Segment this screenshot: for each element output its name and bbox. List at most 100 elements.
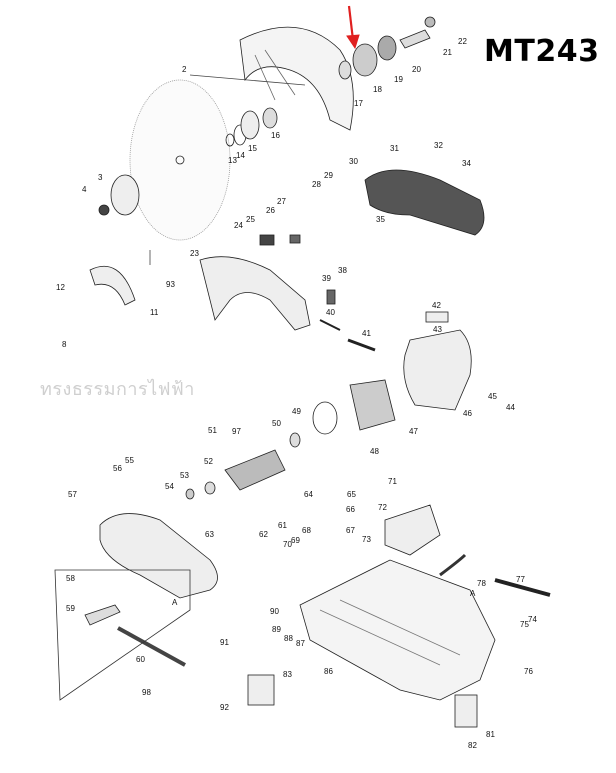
part-label: 93 (166, 280, 175, 289)
part-label: 45 (488, 392, 497, 401)
part-label: 74 (528, 615, 537, 624)
part-label: 77 (516, 575, 525, 584)
part-label: 49 (292, 407, 301, 416)
part-label: 66 (346, 505, 355, 514)
part-labels: 2 3 4 8 11 12 13 14 15 16 17 18 19 20 21… (56, 37, 537, 750)
part-label: 62 (259, 530, 268, 539)
part-label: 78 (477, 579, 486, 588)
part-label: 61 (278, 521, 287, 530)
part-label: 54 (165, 482, 174, 491)
part-label: 38 (338, 266, 347, 275)
part-label: 83 (283, 670, 292, 679)
part-label: 56 (113, 464, 122, 473)
part-label: 70 (283, 540, 292, 549)
switch-handle-part (199, 256, 311, 331)
part-label: 20 (412, 65, 421, 74)
blade-guard-part (239, 26, 354, 131)
gear-housing-part (99, 513, 218, 599)
part-label: 19 (394, 75, 403, 84)
part-label: 30 (349, 157, 358, 166)
part-label-a: A (470, 589, 476, 598)
watermark: ทรงธรรมการไฟฟ้า (40, 379, 195, 400)
lower-guard-part (89, 265, 136, 306)
part-label: 26 (266, 206, 275, 215)
part-label: 88 (284, 634, 293, 643)
motor-housing-part (403, 329, 472, 411)
part-label: 67 (346, 526, 355, 535)
saw-blade-part (129, 79, 231, 241)
part-label: 3 (98, 173, 103, 182)
part-label: 71 (388, 477, 397, 486)
part-label: 97 (232, 427, 241, 436)
part-label: 81 (486, 730, 495, 739)
part-label: 48 (370, 447, 379, 456)
part-label: 31 (390, 144, 399, 153)
part-label: 76 (524, 667, 533, 676)
model-title: MT243 (484, 34, 600, 69)
base-part (299, 559, 496, 701)
part-label: 42 (432, 301, 441, 310)
part-label: 82 (468, 741, 477, 750)
part-label: 91 (220, 638, 229, 647)
part-label: 22 (458, 37, 467, 46)
part-label: 72 (378, 503, 387, 512)
part-label: 44 (506, 403, 515, 412)
part-label: 98 (142, 688, 151, 697)
part-label: 89 (272, 625, 281, 634)
part-label: 2 (182, 65, 187, 74)
part-label: 13 (228, 156, 237, 165)
part-label: 14 (236, 151, 245, 160)
part-label: 12 (56, 283, 65, 292)
part-label: 34 (462, 159, 471, 168)
part-label: 8 (62, 340, 67, 349)
part-label: 23 (190, 249, 199, 258)
part-label: 21 (443, 48, 452, 57)
handle-part (364, 169, 485, 236)
part-label: 92 (220, 703, 229, 712)
armature-part (224, 449, 286, 491)
part-label: 55 (125, 456, 134, 465)
part-label: 16 (271, 131, 280, 140)
diagram-parts (54, 16, 551, 728)
part-label: 73 (362, 535, 371, 544)
part-label: 46 (463, 409, 472, 418)
part-label: 24 (234, 221, 243, 230)
part-label: 41 (362, 329, 371, 338)
part-label: 64 (304, 490, 313, 499)
part-label: 53 (180, 471, 189, 480)
part-label: 32 (434, 141, 443, 150)
part-label: 35 (376, 215, 385, 224)
part-label: 57 (68, 490, 77, 499)
part-label: 15 (248, 144, 257, 153)
part-label: 43 (433, 325, 442, 334)
part-label: 68 (302, 526, 311, 535)
part-label: 58 (66, 574, 75, 583)
part-label: 90 (270, 607, 279, 616)
part-label: 28 (312, 180, 321, 189)
part-label: 29 (324, 171, 333, 180)
part-label-a: A (172, 598, 178, 607)
part-label: 4 (82, 185, 87, 194)
part-label: 75 (520, 620, 529, 629)
part-label: 25 (246, 215, 255, 224)
red-arrow (346, 5, 360, 50)
part-label: 52 (204, 457, 213, 466)
part-label: 11 (150, 308, 159, 317)
part-label: 51 (208, 426, 217, 435)
part-label: 63 (205, 530, 214, 539)
part-label: 47 (409, 427, 418, 436)
part-label: 86 (324, 667, 333, 676)
part-label: 69 (291, 536, 300, 545)
part-label: 39 (322, 274, 331, 283)
part-label: 50 (272, 419, 281, 428)
part-label: 40 (326, 308, 335, 317)
part-label: 65 (347, 490, 356, 499)
part-label: 18 (373, 85, 382, 94)
part-label: 17 (354, 99, 363, 108)
part-label: 59 (66, 604, 75, 613)
part-label: 60 (136, 655, 145, 664)
part-label: 27 (277, 197, 286, 206)
field-part (349, 379, 396, 431)
